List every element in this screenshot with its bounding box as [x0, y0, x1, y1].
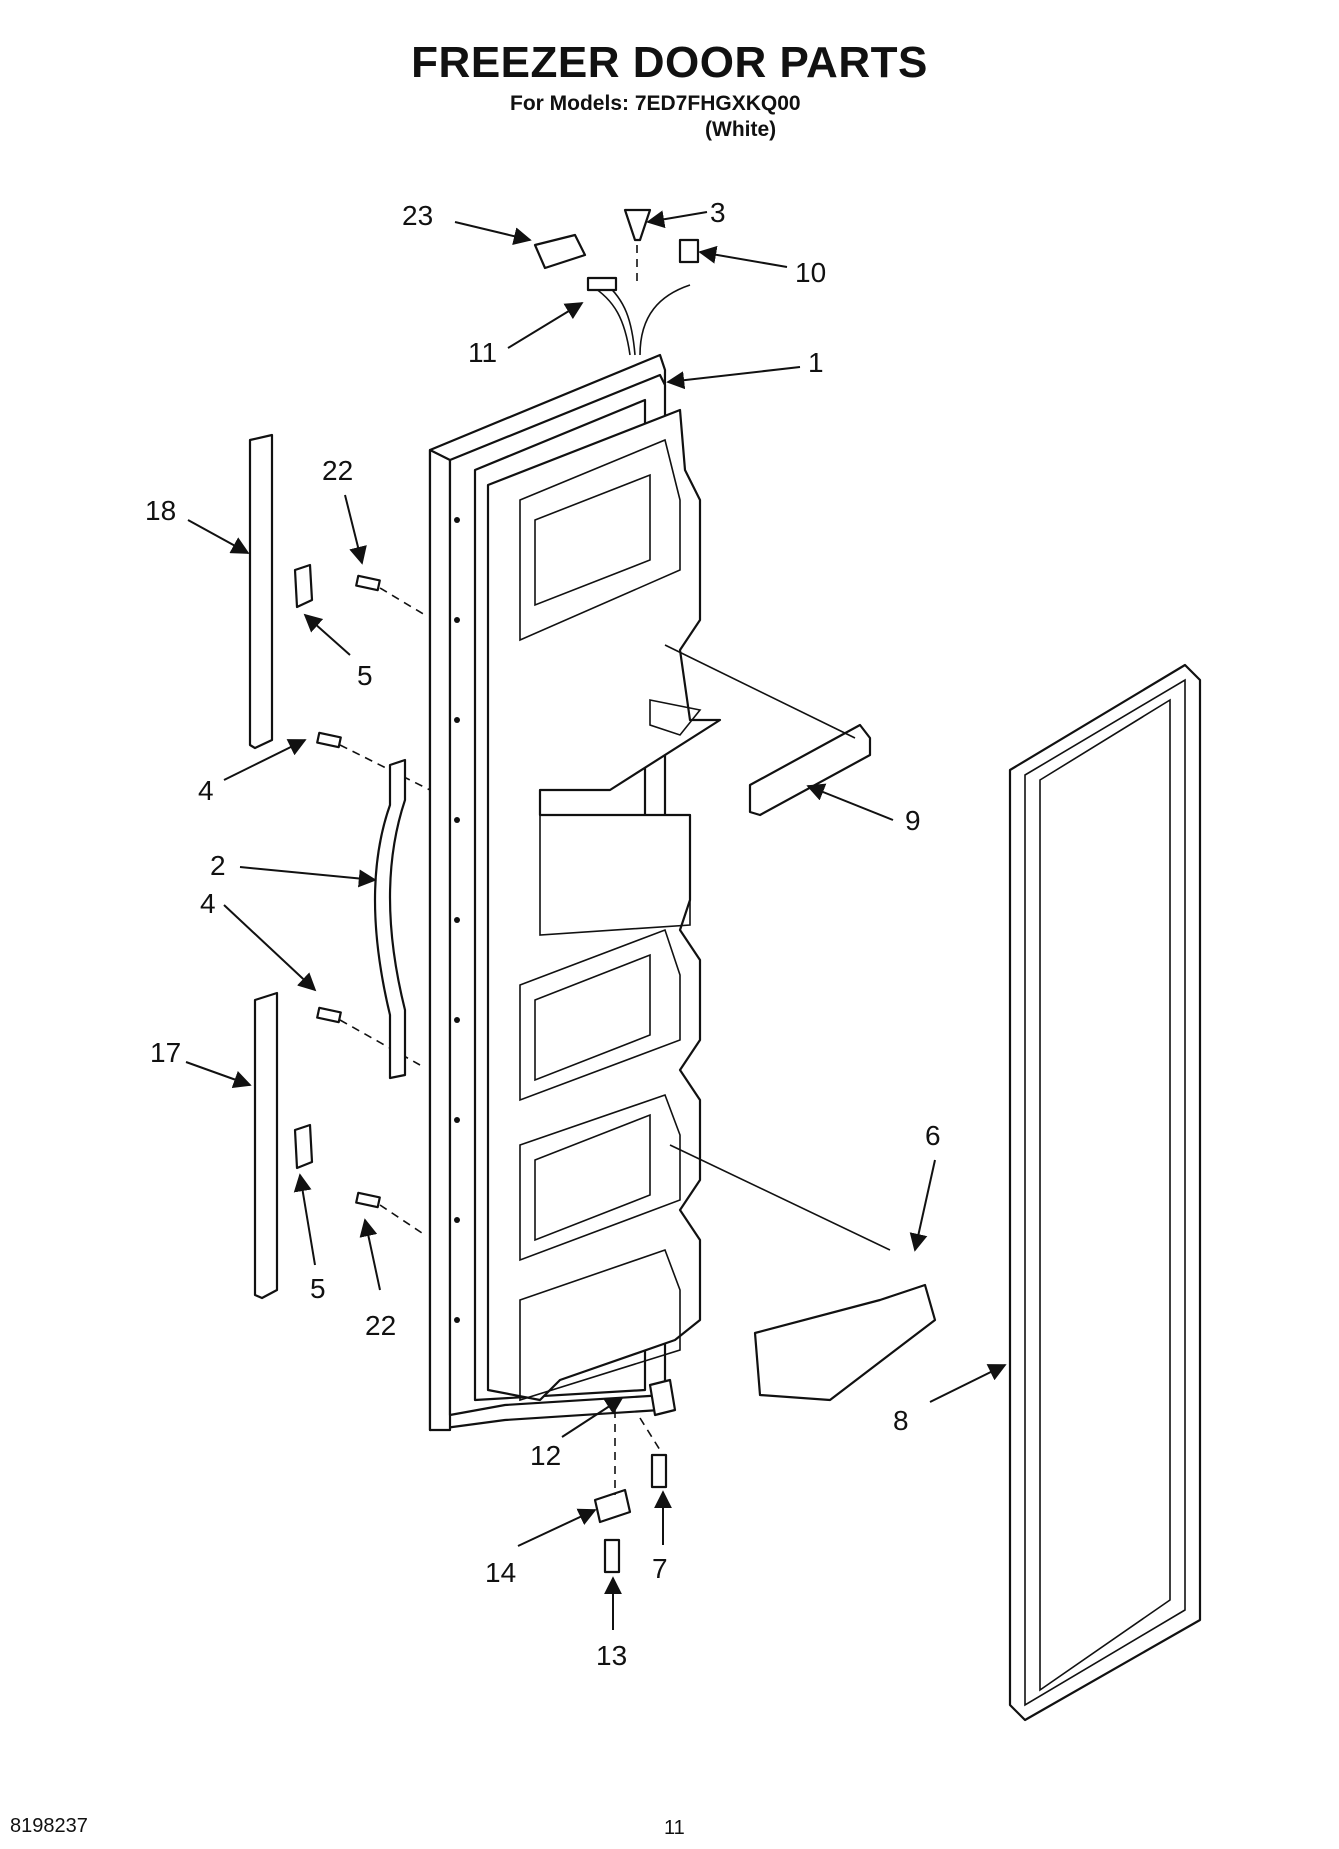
hinge-14 [593, 1488, 632, 1524]
callout-22-bottom: 22 [365, 1310, 396, 1341]
callout-8: 8 [893, 1405, 909, 1436]
screw-4-top [316, 731, 342, 749]
document-number: 8198237 [10, 1815, 88, 1837]
callout-4-top: 4 [198, 775, 214, 806]
page-title: FREEZER DOOR PARTS [411, 38, 928, 87]
door-bin-6 [669, 1144, 937, 1402]
callout-6: 6 [925, 1120, 941, 1151]
screw-22-bottom [355, 1191, 381, 1209]
callout-12: 12 [530, 1440, 561, 1471]
hinge-bushing-12 [648, 1378, 677, 1417]
page-number: 11 [664, 1817, 685, 1839]
callout-3: 3 [710, 197, 726, 228]
screw-10 [678, 238, 700, 264]
freezer-door [428, 353, 722, 1432]
models-line: For Models: 7ED7FHGXKQ00 [510, 92, 801, 115]
callout-1: 1 [808, 347, 824, 378]
callout-2: 2 [210, 850, 226, 881]
screw-4-bottom [316, 1006, 342, 1024]
screw-22-top [355, 574, 381, 592]
callout-14: 14 [485, 1557, 516, 1588]
callout-13: 13 [596, 1640, 627, 1671]
hole-plug [623, 208, 652, 242]
door-handle [373, 758, 407, 1080]
callout-5-top: 5 [357, 660, 373, 691]
callout-17: 17 [150, 1037, 181, 1068]
trim-clip-bottom [293, 1123, 314, 1170]
screw-13 [603, 1538, 621, 1574]
callout-9: 9 [905, 805, 921, 836]
leader-lines [185, 210, 1007, 1630]
callout-7: 7 [652, 1553, 668, 1584]
wire-harness [586, 276, 691, 356]
shelf-rail-9 [664, 644, 872, 817]
callout-23: 23 [402, 200, 433, 231]
trim-strip-top [248, 433, 274, 750]
callout-11: 11 [468, 337, 497, 368]
callout-10: 10 [795, 257, 826, 288]
trim-clip-top [293, 563, 314, 609]
callout-22-top: 22 [322, 455, 353, 486]
door-gasket [1008, 663, 1202, 1722]
trim-strip-bottom [253, 991, 279, 1300]
screw-7 [650, 1453, 668, 1489]
connector-23 [533, 233, 587, 270]
callout-18: 18 [145, 495, 176, 526]
callout-5-bottom: 5 [310, 1273, 326, 1304]
color-note: (White) [705, 118, 777, 141]
callout-4-bottom: 4 [200, 888, 216, 919]
